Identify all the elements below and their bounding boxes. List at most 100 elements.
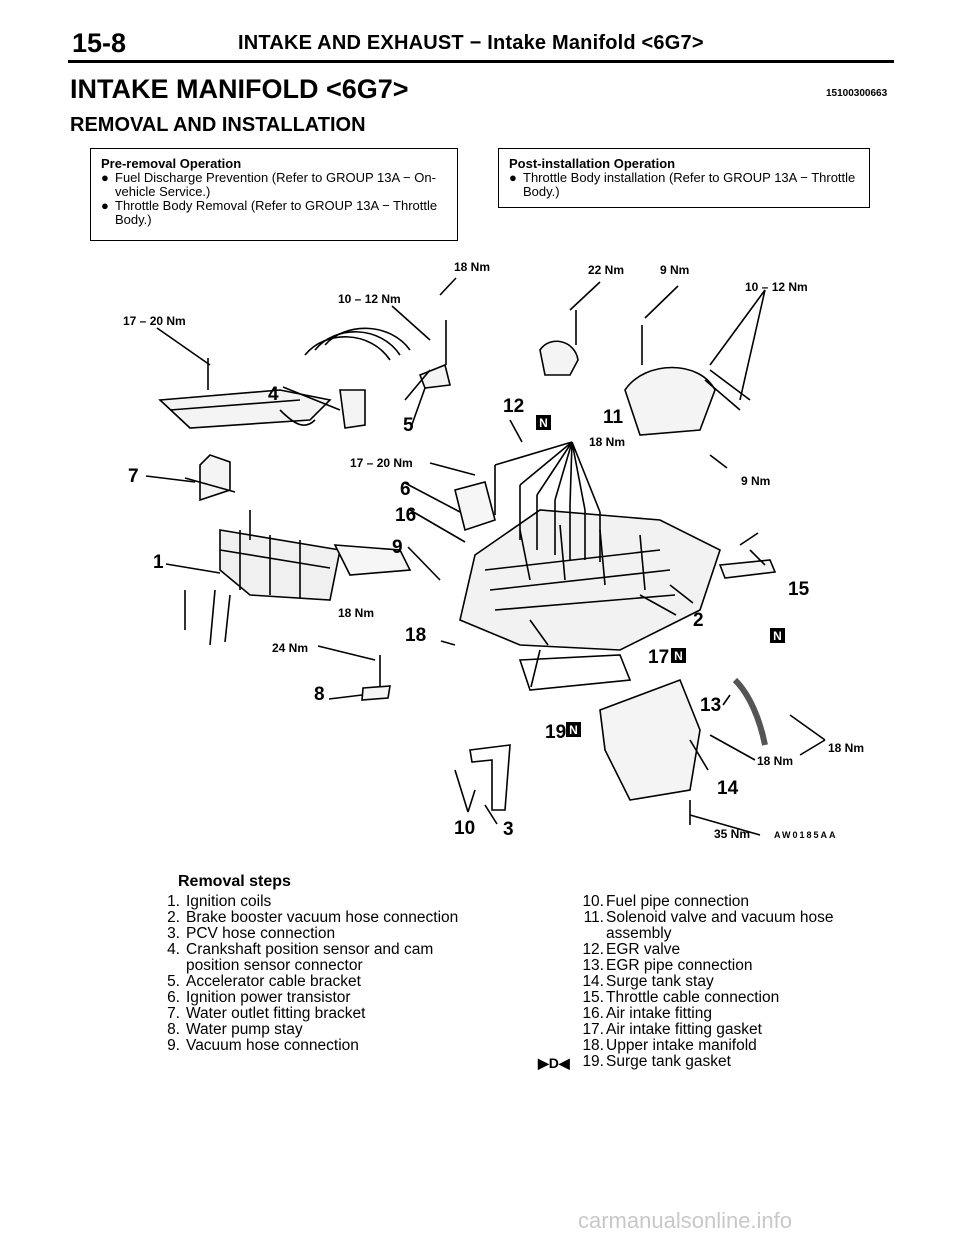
post-installation-operation-box: Post-installation Operation ● Throttle B… (498, 148, 870, 208)
post-installation-title: Post-installation Operation (509, 156, 676, 171)
step-number: 3. (167, 925, 180, 942)
torque-label: 18 Nm (338, 606, 374, 620)
pre-removal-item-text: Fuel Discharge Prevention (Refer to GROU… (115, 170, 436, 199)
pre-removal-item: ● Fuel Discharge Prevention (Refer to GR… (101, 171, 447, 199)
watermark: carmanualsonline.info (578, 1208, 793, 1233)
step-number: 19. (582, 1053, 604, 1070)
torque-label: 10 – 12 Nm (338, 292, 401, 306)
torque-label: 35 Nm (714, 827, 750, 841)
step-label: Water outlet fitting bracket (186, 1005, 366, 1022)
removal-step: 6.Ignition power transistor (162, 990, 462, 1006)
step-number: 2. (167, 909, 180, 926)
post-installation-item-text: Throttle Body installation (Refer to GRO… (523, 170, 856, 199)
step-label: Surge tank stay (606, 973, 714, 990)
step-number: 14. (582, 973, 604, 990)
step-number: 10. (582, 893, 604, 910)
removal-step: 17.Air intake fitting gasket (582, 1022, 882, 1038)
part-callouts: 1 2 3 4 5 6 7 8 9 10 11 12 13 14 15 16 1… (128, 384, 810, 840)
callout-4: 4 (268, 384, 279, 405)
removal-step: 2. Brake booster vacuum hose connection (162, 910, 462, 926)
step-label: EGR valve (606, 941, 681, 958)
removal-step: 11.Solenoid valve and vacuum hose assemb… (582, 910, 882, 942)
step-number: 16. (582, 1005, 604, 1022)
removal-step: 9. Vacuum hose connection (162, 1038, 462, 1054)
torque-label: 17 – 20 Nm (123, 314, 186, 328)
callout-13: 13 (700, 695, 721, 716)
new-part-badges: N N N N (536, 415, 785, 737)
step-number: 17. (582, 1021, 604, 1038)
new-part-badge: N (536, 415, 551, 430)
callout-3: 3 (503, 819, 514, 840)
svg-text:N: N (539, 416, 548, 430)
step-number: 9. (167, 1037, 180, 1054)
figure-code: AW0185AA (774, 830, 838, 840)
removal-step: 8.Water pump stay (162, 1022, 462, 1038)
torque-label: 9 Nm (741, 474, 770, 488)
step-number: 5. (167, 973, 180, 990)
callout-15: 15 (788, 579, 810, 600)
diagram-linework (145, 277, 826, 836)
removal-step: 5.Accelerator cable bracket (162, 974, 462, 990)
torque-label: 18 Nm (454, 260, 490, 274)
page-title: INTAKE MANIFOLD <6G7> (70, 74, 409, 104)
step-number: 8. (167, 1021, 180, 1038)
callout-19: 19 (545, 722, 566, 743)
post-installation-item: ● Throttle Body installation (Refer to G… (509, 171, 859, 199)
removal-step: 16.Air intake fitting (582, 1006, 882, 1022)
svg-text:N: N (773, 629, 782, 643)
document-code: 15100300663 (826, 88, 888, 99)
removal-step: 7.Water outlet fitting bracket (162, 1006, 462, 1022)
removal-steps-right-column: 10.Fuel pipe connection 11.Solenoid valv… (582, 894, 882, 1070)
step-label: Air intake fitting gasket (606, 1021, 762, 1038)
torque-label: 18 Nm (589, 435, 625, 449)
pre-removal-item-text: Throttle Body Removal (Refer to GROUP 13… (115, 198, 438, 227)
step-label: Throttle cable connection (606, 989, 780, 1006)
torque-labels: 18 Nm 22 Nm 9 Nm 10 – 12 Nm 10 – 12 Nm 1… (123, 260, 864, 841)
removal-step: 1.Ignition coils (162, 894, 462, 910)
removal-step: 10.Fuel pipe connection (582, 894, 882, 910)
step-label: Ignition power transistor (186, 989, 351, 1006)
callout-17: 17 (648, 647, 669, 668)
installation-marker-icon: ▶D◀ (538, 1055, 570, 1071)
pre-removal-operation-box: Pre-removal Operation ● Fuel Discharge P… (90, 148, 458, 241)
header-rule (68, 60, 894, 63)
section-subtitle: REMOVAL AND INSTALLATION (70, 114, 366, 136)
torque-label: 17 – 20 Nm (350, 456, 413, 470)
step-label: Surge tank gasket (606, 1053, 731, 1070)
page-number: 15-8 (72, 28, 127, 58)
pre-removal-item: ● Throttle Body Removal (Refer to GROUP … (101, 199, 447, 227)
callout-2: 2 (693, 610, 704, 631)
torque-label: 18 Nm (828, 741, 864, 755)
removal-steps-left-column: 1.Ignition coils 2. Brake booster vacuum … (162, 894, 462, 1054)
removal-step: 4.Crankshaft position sensor and cam pos… (162, 942, 462, 974)
removal-step: 3. PCV hose connection (162, 926, 462, 942)
step-label: EGR pipe connection (606, 957, 753, 974)
callout-8: 8 (314, 684, 325, 705)
step-number: 11. (583, 909, 604, 926)
callout-7: 7 (128, 466, 139, 487)
step-label: Fuel pipe connection (606, 893, 750, 910)
step-label: Vacuum hose connection (186, 1037, 359, 1054)
step-label: Air intake fitting (606, 1005, 712, 1022)
callout-6: 6 (400, 479, 411, 500)
torque-label: 18 Nm (757, 754, 793, 768)
callout-9: 9 (392, 537, 403, 558)
step-number: 1. (167, 893, 180, 910)
step-label: Solenoid valve and vacuum hose assembly (606, 909, 834, 942)
step-number: 12. (582, 941, 604, 958)
callout-16: 16 (395, 505, 416, 526)
callout-5: 5 (403, 415, 414, 436)
step-label: PCV hose connection (186, 925, 336, 942)
torque-label: 10 – 12 Nm (745, 280, 808, 294)
callout-12: 12 (503, 396, 524, 417)
bullet-icon: ● (101, 170, 109, 185)
new-part-badge: N (671, 648, 686, 663)
step-number: 13. (582, 957, 604, 974)
new-part-badge: N (566, 722, 581, 737)
svg-text:N: N (674, 649, 683, 663)
removal-steps-title: Removal steps (178, 873, 291, 890)
removal-step: 19.Surge tank gasket (582, 1054, 882, 1070)
bullet-icon: ● (101, 198, 109, 213)
step-number: 15. (582, 989, 604, 1006)
step-label: Brake booster vacuum hose connection (186, 909, 459, 926)
